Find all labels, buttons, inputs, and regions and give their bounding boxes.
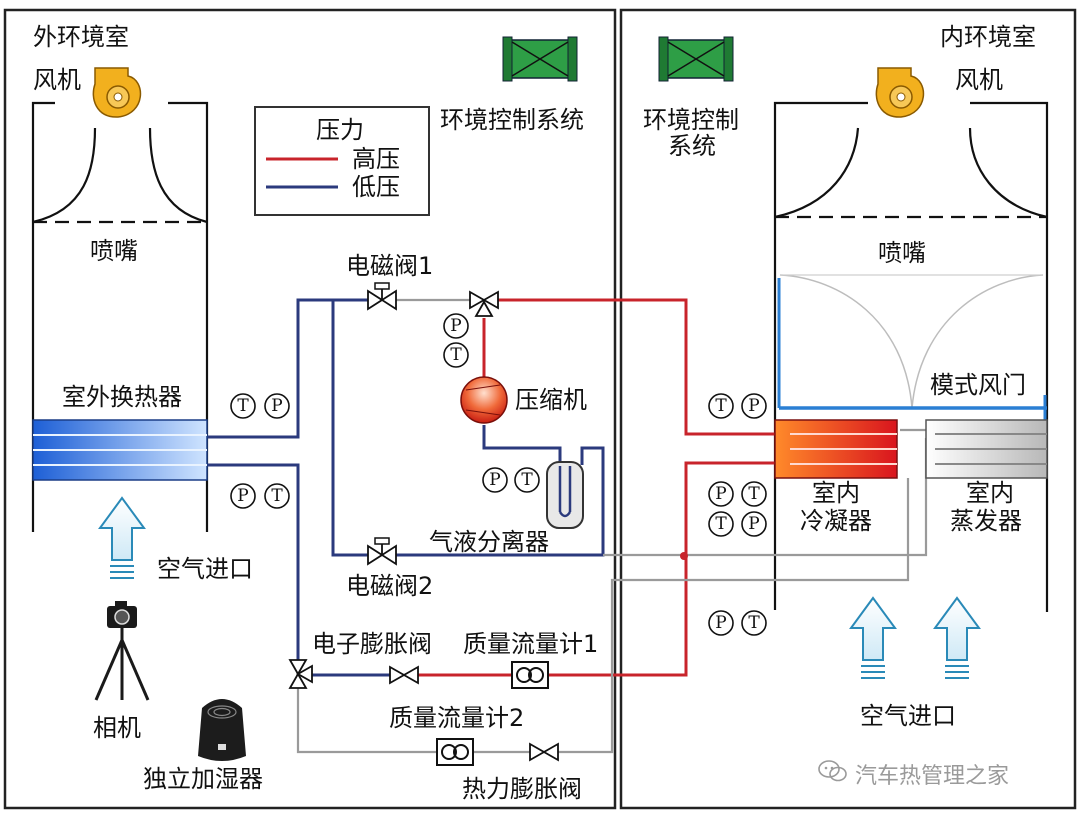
temperature-sensor: T: [748, 613, 760, 633]
outdoor-heat-exchanger: [32, 419, 208, 481]
pressure-sensor: P: [450, 316, 461, 336]
legend: [254, 106, 430, 216]
indoor-control-label-1: 环境控制: [643, 106, 739, 134]
flowmeter-2-label: 质量流量计2: [389, 704, 525, 732]
legend-title: 压力: [316, 116, 364, 144]
pressure-sensor: P: [715, 613, 726, 633]
temperature-sensor: T: [271, 486, 283, 506]
wechat-icon: [818, 760, 847, 782]
outdoor-air-inlet-label: 空气进口: [157, 555, 253, 583]
compressor-icon: [460, 376, 508, 424]
mode-door: [777, 274, 1047, 420]
flowmeter-1-icon: [511, 661, 549, 689]
separator-label: 气液分离器: [429, 528, 549, 556]
evaporator-label-1: 室内: [966, 479, 1014, 507]
temperature-sensor: T: [715, 514, 727, 534]
indoor-air-inlet-label: 空气进口: [860, 702, 956, 730]
legend-low-label: 低压: [352, 173, 400, 201]
three-way-valve-bottom-icon: [288, 659, 313, 689]
pressure-sensor: P: [489, 470, 500, 490]
outer-room-title: 外环境室: [33, 23, 129, 51]
pressure-sensor: P: [748, 514, 759, 534]
indoor-fan-icon: [875, 67, 925, 118]
solenoid-valve-2-icon: [367, 537, 397, 566]
pressure-sensor: P: [748, 396, 759, 416]
watermark-text: 汽车热管理之家: [855, 764, 1010, 789]
outer-room-frame: [3, 8, 617, 810]
indoor-nozzle-label: 喷嘴: [878, 239, 926, 267]
outdoor-hex-label: 室外换热器: [62, 383, 182, 411]
low-pressure-pipes: [207, 298, 605, 677]
humidifier-icon: [198, 699, 246, 761]
outdoor-control-unit-icon: [502, 36, 578, 82]
compressor-label: 压缩机: [515, 386, 587, 414]
exv-label: 电子膨胀阀: [312, 630, 432, 658]
pressure-sensor: P: [715, 484, 726, 504]
valve-1-label: 电磁阀1: [346, 252, 434, 280]
indoor-fan-label: 风机: [955, 66, 1003, 94]
inner-room-frame: [619, 8, 1077, 810]
indoor-evaporator: [925, 419, 1048, 479]
separator-icon: [546, 461, 584, 529]
camera-icon: [94, 601, 150, 701]
indoor-air-arrow-2-icon: [933, 596, 981, 679]
pipe-junction: [680, 552, 688, 560]
temperature-sensor: T: [450, 345, 462, 365]
outdoor-control-label: 环境控制系统: [440, 106, 584, 134]
temperature-sensor: T: [748, 484, 760, 504]
mode-door-label: 模式风门: [930, 371, 1026, 399]
sensor-group: [230, 313, 767, 636]
indoor-duct: [773, 101, 1049, 612]
indoor-control-unit-icon: [658, 36, 734, 82]
humidifier-label: 独立加湿器: [143, 765, 263, 793]
temperature-sensor: T: [521, 470, 533, 490]
expansion-valve-icon: [389, 665, 419, 685]
condenser-label-2: 冷凝器: [800, 507, 872, 535]
temperature-sensor: T: [237, 396, 249, 416]
pressure-sensor: P: [237, 486, 248, 506]
evaporator-label-2: 蒸发器: [950, 507, 1022, 535]
indoor-condenser: [774, 419, 898, 479]
flowmeter-2-icon: [436, 738, 474, 766]
flowmeter-1-label: 质量流量计1: [463, 630, 599, 658]
camera-label: 相机: [93, 714, 141, 742]
temperature-sensor: T: [715, 396, 727, 416]
condenser-label-1: 室内: [812, 479, 860, 507]
outdoor-nozzle-label: 喷嘴: [90, 237, 138, 265]
indoor-control-label-2: 系统: [668, 132, 716, 160]
outdoor-fan-icon: [92, 67, 142, 118]
indoor-air-arrow-1-icon: [849, 596, 897, 679]
outdoor-air-arrow-icon: [98, 496, 146, 579]
outdoor-duct: [31, 101, 209, 532]
outdoor-fan-label: 风机: [33, 66, 81, 94]
solenoid-valve-1-icon: [367, 282, 397, 311]
txv-label: 热力膨胀阀: [462, 775, 582, 803]
inner-room-title: 内环境室: [940, 23, 1036, 51]
legend-high-label: 高压: [352, 145, 400, 173]
thermal-expansion-valve-icon: [529, 742, 559, 762]
pressure-sensor: P: [271, 396, 282, 416]
sensor-labels: T P P T P T P T T P P T T P P T: [237, 316, 760, 633]
valve-2-label: 电磁阀2: [346, 572, 434, 600]
three-way-valve-top-icon: [469, 290, 499, 317]
